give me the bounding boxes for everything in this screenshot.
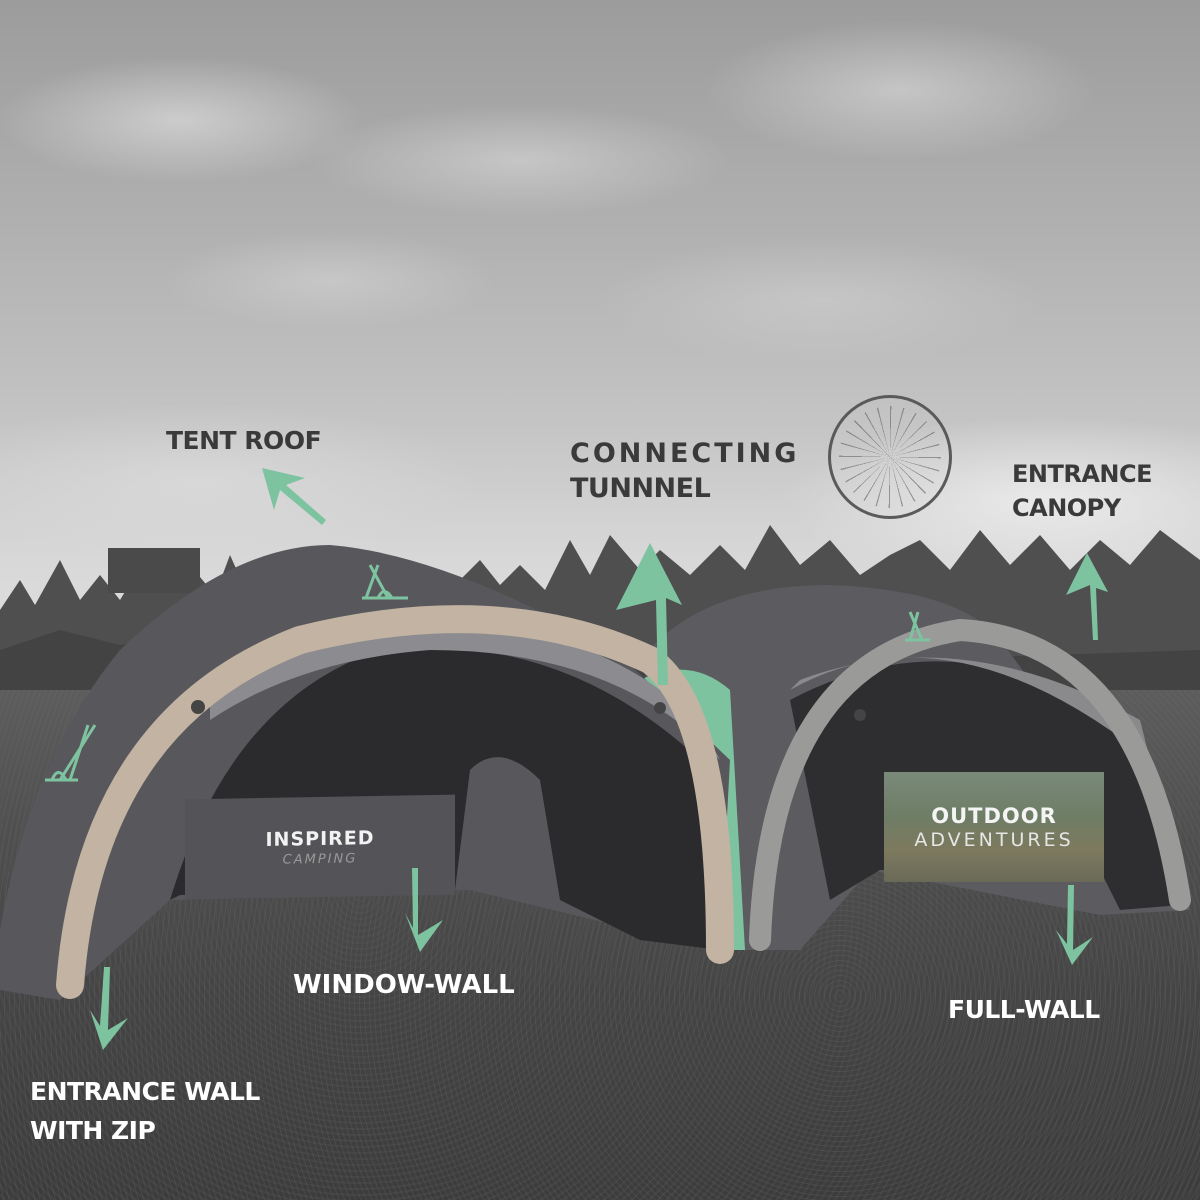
valve-icon [191,700,205,714]
background-building [108,548,200,593]
inspired-camping-banner: INSPIRED CAMPING [185,794,455,900]
outdoor-adventures-banner: OUTDOOR ADVENTURES [884,772,1104,882]
banner-brand: OUTDOOR [931,803,1057,828]
banner-sub: CAMPING [282,850,358,868]
banner-sub: ADVENTURES [914,828,1074,851]
label-entrance-wall: ENTRANCE WALL WITH ZIP [30,1077,260,1145]
banner-brand: INSPIRED [265,826,375,851]
label-connecting-tunnel: CONNECTING TUNNNEL [570,438,800,505]
label-entrance-canopy: ENTRANCE CANOPY [1012,460,1153,522]
ferris-wheel [828,395,952,519]
label-tent-roof: TENT ROOF [166,426,322,455]
tent-logo-icon [45,564,930,782]
label-full-wall: FULL-WALL [948,995,1100,1024]
label-window-wall: WINDOW-WALL [293,970,515,1000]
